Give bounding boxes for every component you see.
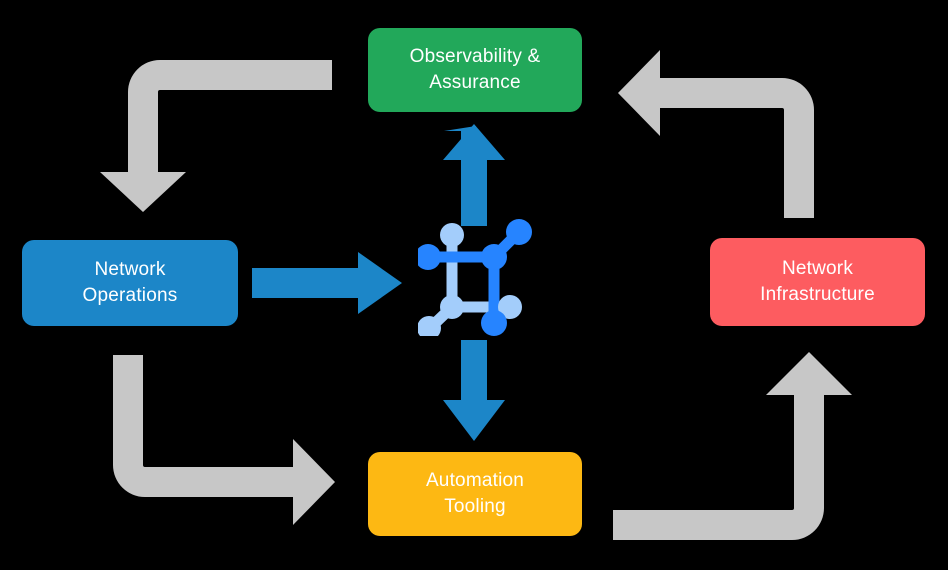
node-box-network-infrastructure[interactable]: Network Infrastructure (710, 238, 925, 326)
network-topology-icon-svg (415, 219, 532, 340)
node-label-network-operations: Network Operations (82, 259, 178, 306)
node-label-automation-tooling: Automation Tooling (425, 470, 525, 517)
gray-arrow-observability-to-operations (100, 60, 332, 212)
gray-arrow-automation-to-infrastructure (613, 352, 852, 540)
node-label-network-infrastructure: Network Infrastructure (760, 258, 875, 305)
node-box-network-operations[interactable]: Network Operations (22, 240, 238, 326)
network-topology-icon (415, 218, 534, 340)
gray-arrow-infrastructure-to-observability (618, 50, 814, 218)
blue-arrow-operations-to-center (252, 252, 402, 314)
node-box-observability[interactable]: Observability & Assurance (368, 28, 582, 112)
gray-arrow-operations-to-automation (113, 355, 335, 525)
node-label-observability: Observability & Assurance (409, 46, 541, 93)
blue-arrow-center-to-automation (443, 340, 505, 441)
network-icon-light-nodes (417, 223, 522, 340)
network-icon-primary-nodes (415, 219, 532, 336)
blue-arrow-center-to-observability-shape (443, 124, 505, 226)
node-box-automation-tooling[interactable]: Automation Tooling (368, 452, 582, 536)
